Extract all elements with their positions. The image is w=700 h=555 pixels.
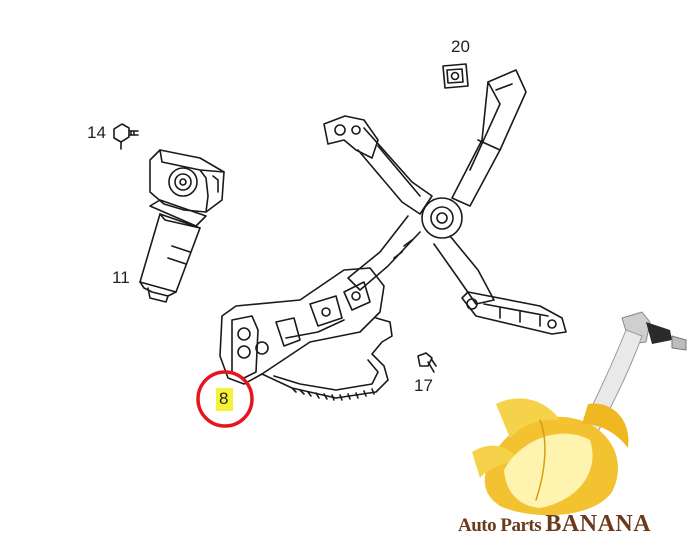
brand-name-part1: Auto Parts — [458, 515, 546, 536]
part-label-17: 17 — [414, 376, 433, 395]
part-17-rivet — [417, 352, 437, 373]
part-11-window-motor — [139, 149, 225, 303]
part-label-11: 11 — [112, 268, 130, 287]
banana-logo — [472, 311, 687, 516]
part-label-8: 8 — [219, 389, 229, 408]
part-label-14: 14 — [87, 123, 106, 142]
brand-name: Auto Parts BANANA — [458, 511, 651, 538]
highlight-marker — [216, 388, 233, 411]
brand-name-part2: BANANA — [545, 511, 652, 537]
highlight-ring — [196, 370, 254, 428]
regulator-frame — [219, 69, 567, 401]
part-label-20: 20 — [451, 37, 470, 56]
part-20-clip-nut — [442, 63, 469, 89]
part-14-bolt — [113, 123, 139, 150]
